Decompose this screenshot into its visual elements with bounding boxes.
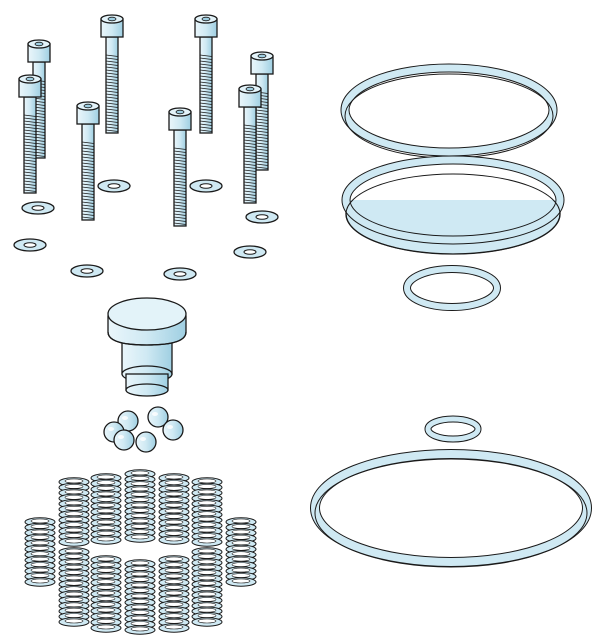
ring-small (403, 265, 501, 311)
balls-group (103, 406, 184, 453)
socket-head-cap-screw (76, 101, 100, 221)
ring-top (340, 63, 558, 159)
socket-head-cap-screw (194, 14, 218, 134)
coil-spring (191, 477, 223, 547)
coil-spring (58, 547, 90, 627)
screws-group (18, 14, 274, 227)
flat-washer (163, 267, 197, 281)
o-ring-tiny (424, 415, 482, 443)
ring-large-bottom (310, 449, 592, 568)
coil-spring (191, 547, 223, 627)
flat-washer (189, 179, 223, 193)
steel-ball (147, 406, 169, 428)
steel-ball (113, 429, 135, 451)
flat-washer (13, 238, 47, 252)
coil-spring (158, 473, 190, 545)
steel-ball (135, 431, 157, 453)
coil-spring (90, 473, 122, 545)
coil-spring (90, 555, 122, 633)
ring-middle (341, 155, 565, 255)
flat-washer (245, 210, 279, 224)
coil-spring (58, 477, 90, 547)
coil-spring (225, 517, 257, 587)
springs-group (24, 469, 257, 635)
steel-ball (162, 419, 184, 441)
socket-head-cap-screw (100, 14, 124, 134)
plunger-piston (107, 297, 187, 397)
coil-spring (124, 559, 156, 635)
coil-spring (158, 555, 190, 633)
flat-washer (97, 179, 131, 193)
coil-spring (24, 517, 56, 587)
flat-washer (70, 264, 104, 278)
socket-head-cap-screw (168, 107, 192, 227)
washers-group (13, 179, 279, 281)
flat-washer (21, 201, 55, 215)
socket-head-cap-screw (238, 84, 262, 204)
socket-head-cap-screw (18, 74, 42, 194)
flat-washer (233, 245, 267, 259)
coil-spring (124, 469, 156, 543)
